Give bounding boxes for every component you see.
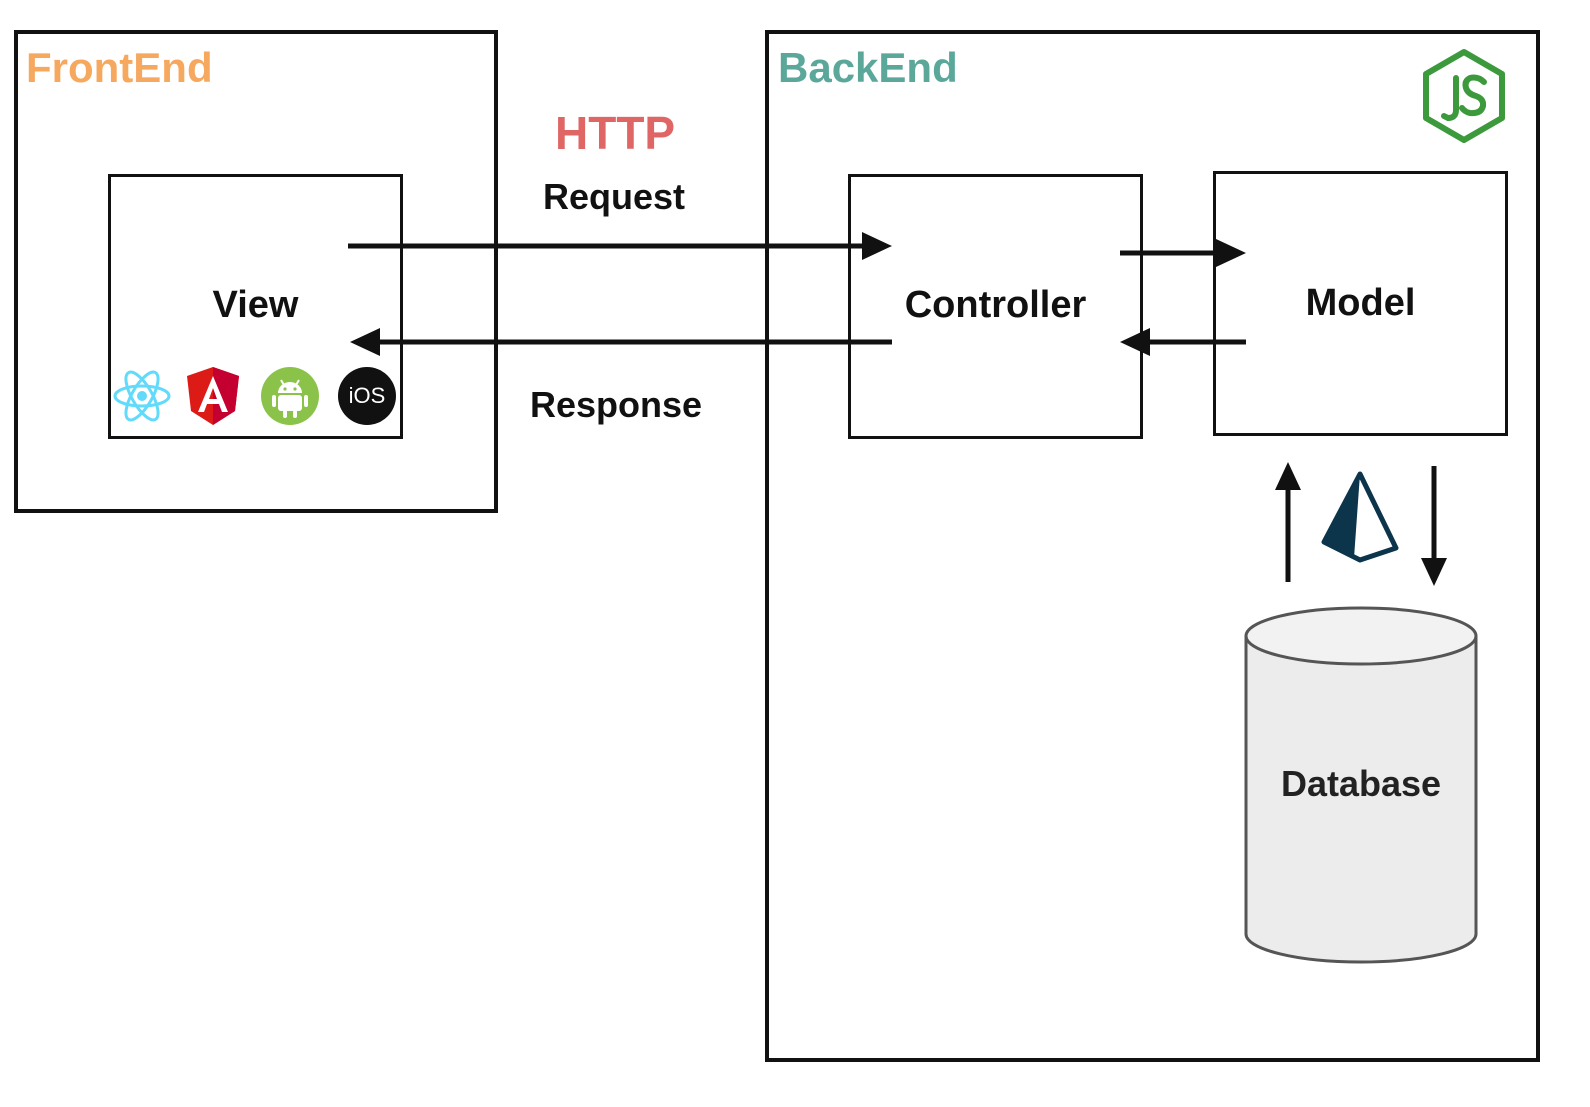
view-box	[108, 174, 403, 439]
model-to-controller-arrow	[1120, 328, 1246, 356]
view-label: View	[212, 284, 299, 326]
database-cylinder	[1244, 606, 1478, 964]
ios-icon-label: iOS	[348, 383, 386, 408]
ios-icon: iOS	[338, 367, 396, 425]
model-label: Model	[1305, 282, 1416, 324]
request-arrow	[348, 232, 892, 260]
angular-icon	[187, 367, 239, 425]
request-label: Request	[543, 176, 686, 217]
backend-title: BackEnd	[778, 44, 958, 91]
prisma-icon	[1321, 471, 1399, 563]
controller-label: Controller	[904, 284, 1087, 326]
backend-container	[765, 30, 1540, 1062]
frontend-title: FrontEnd	[26, 44, 213, 91]
model-to-database-arrow	[1421, 466, 1447, 586]
http-label: HTTP	[555, 107, 676, 159]
database-label: Database	[1280, 763, 1442, 804]
database-to-model-arrow	[1275, 462, 1301, 582]
model-box	[1213, 171, 1508, 436]
android-icon	[261, 367, 319, 425]
response-label: Response	[530, 384, 703, 425]
response-arrow	[350, 328, 892, 356]
frontend-container	[14, 30, 498, 513]
react-icon	[113, 370, 171, 422]
controller-to-model-arrow	[1120, 239, 1246, 267]
controller-box	[848, 174, 1143, 439]
nodejs-icon	[1423, 49, 1505, 143]
